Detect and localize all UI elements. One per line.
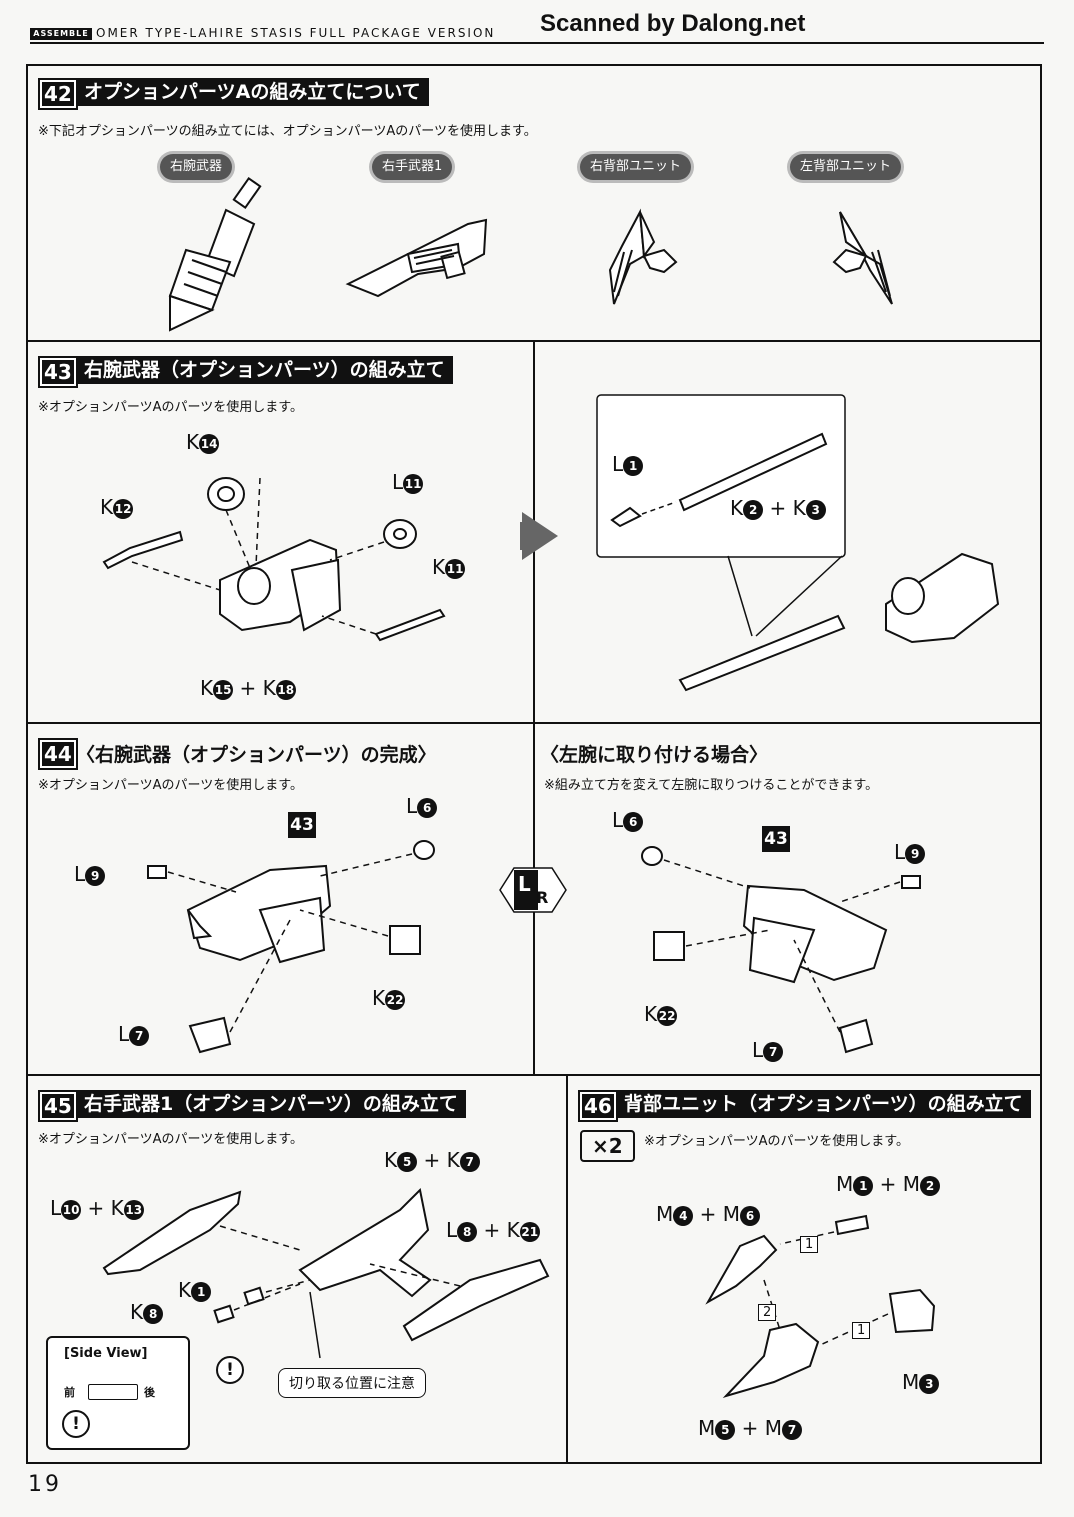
step-45-note: ※オプションパーツAのパーツを使用します。 bbox=[38, 1132, 303, 1147]
step-44-note: ※オプションパーツAのパーツを使用します。 bbox=[38, 778, 303, 793]
divider-44-45 bbox=[26, 1074, 1042, 1076]
step-42-title: オプションパーツAの組み立てについて bbox=[76, 78, 429, 106]
header-rule bbox=[30, 42, 1044, 44]
pill-right-back-unit: 右背部ユニット bbox=[580, 154, 692, 180]
cut-position-callout: 切り取る位置に注意 bbox=[278, 1368, 426, 1398]
page-frame bbox=[26, 64, 1042, 1464]
illustration-step-43-result bbox=[678, 552, 1000, 692]
order-mark-1-top: 1 bbox=[800, 1236, 819, 1253]
illustration-left-back-unit bbox=[832, 211, 893, 305]
illustration-step-44-left bbox=[641, 846, 921, 1054]
watermark-text: Scanned by Dalong.net bbox=[540, 10, 806, 37]
step-42-number: 42 bbox=[38, 78, 78, 110]
pill-right-hand-weapon-1: 右手武器1 bbox=[372, 154, 453, 180]
step-44-ref-badge: 43 bbox=[288, 812, 316, 838]
step-45-number: 45 bbox=[38, 1090, 78, 1122]
side-view-front-label: 前 bbox=[64, 1386, 75, 1399]
warning-icon: ! bbox=[216, 1356, 244, 1384]
illustration-right-back-unit bbox=[608, 208, 678, 305]
step-46-title: 背部ユニット（オプションパーツ）の組み立て bbox=[616, 1090, 1031, 1118]
pill-left-back-unit: 左背部ユニット bbox=[790, 154, 902, 180]
page-number: 19 bbox=[28, 1472, 62, 1497]
step-43-number: 43 bbox=[38, 356, 78, 388]
side-view-back-label: 後 bbox=[144, 1386, 155, 1399]
illustration-detail-box bbox=[596, 394, 846, 558]
step-45-title: 右手武器1（オプションパーツ）の組み立て bbox=[76, 1090, 466, 1118]
flow-arrow bbox=[522, 512, 558, 560]
illustration-step-45 bbox=[102, 1187, 550, 1359]
step-43-title: 右腕武器（オプションパーツ）の組み立て bbox=[76, 356, 453, 384]
step-43-note: ※オプションパーツAのパーツを使用します。 bbox=[38, 400, 303, 415]
side-view-box: [Side View] 前 後 ! bbox=[46, 1336, 190, 1450]
illustration-step-44-right bbox=[147, 840, 435, 1054]
illustration-right-arm-weapon bbox=[168, 176, 262, 332]
illustration-right-hand-weapon-1 bbox=[345, 218, 488, 298]
side-view-warning-icon: ! bbox=[62, 1410, 90, 1438]
left-right-swap-icon: L R bbox=[499, 867, 567, 913]
side-view-part-outline bbox=[88, 1384, 138, 1400]
left-arm-note: ※組み立て方を変えて左腕に取りつけることができます。 bbox=[544, 778, 879, 793]
side-view-title: [Side View] bbox=[64, 1346, 148, 1361]
pill-right-arm-weapon: 右腕武器 bbox=[160, 154, 233, 180]
step-44-title: 〈右腕武器（オプションパーツ）の完成〉 bbox=[76, 744, 437, 766]
left-arm-ref-badge: 43 bbox=[762, 826, 790, 852]
step-46-number: 46 bbox=[578, 1090, 618, 1122]
step-46-note: ※オプションパーツAのパーツを使用します。 bbox=[644, 1134, 909, 1149]
illustration-step-46 bbox=[705, 1214, 936, 1398]
quantity-multiplier: ×2 bbox=[580, 1130, 635, 1162]
order-mark-1-bottom: 1 bbox=[852, 1322, 871, 1339]
step-42-note: ※下記オプションパーツの組み立てには、オプションパーツAのパーツを使用します。 bbox=[38, 124, 537, 139]
order-mark-2: 2 bbox=[758, 1304, 777, 1321]
header-title: OMER TYPE-LAHIRE STASIS FULL PACKAGE VER… bbox=[96, 26, 496, 40]
left-arm-title: 〈左腕に取り付ける場合〉 bbox=[540, 744, 769, 766]
illustration-step-43-assembly bbox=[102, 477, 446, 642]
assemble-tag: ASSEMBLE bbox=[30, 28, 92, 40]
step-44-number: 44 bbox=[38, 738, 78, 770]
divider-45-46-vertical bbox=[566, 1075, 568, 1464]
